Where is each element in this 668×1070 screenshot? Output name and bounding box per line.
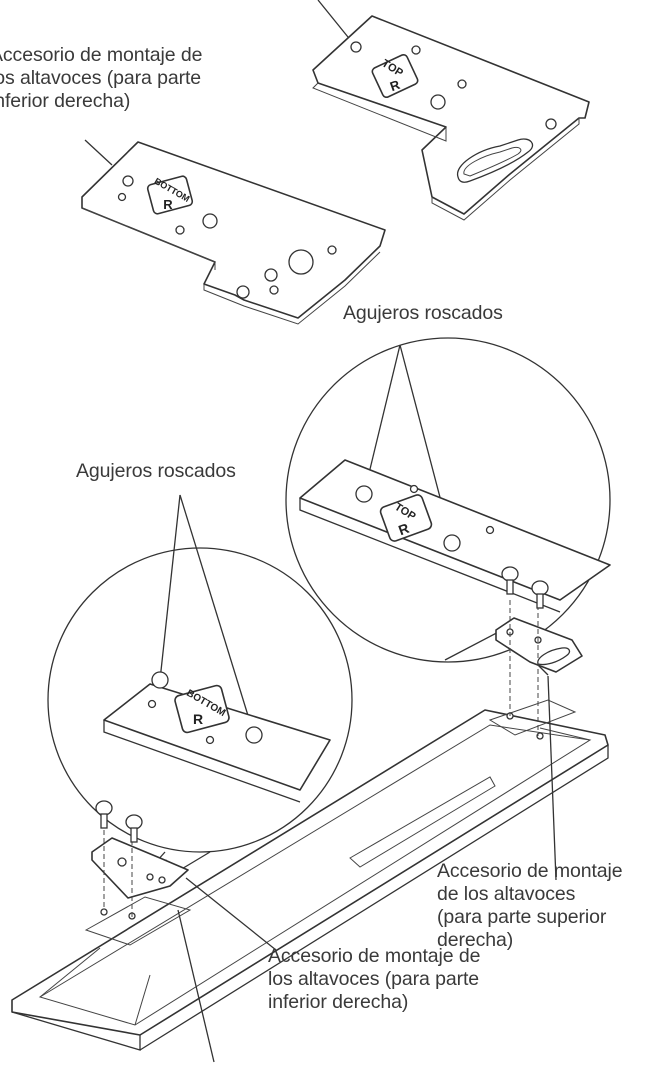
magnifier-bottom-bracket: BOTTOM R: [47, 494, 353, 889]
label-bottom-bracket-lower: Accesorio de montaje de los altavoces (p…: [268, 945, 481, 1013]
upper-mounted-bracket: [495, 566, 583, 736]
speaker-bar-illustration: [11, 699, 609, 1051]
screw-lower-left: [95, 800, 113, 829]
top-bracket-illustration: TOP R: [312, 0, 590, 221]
label-top-bracket-right: Accesorio de montaje de los altavoces (p…: [437, 860, 623, 951]
magnifier-bottom-stamp-side: R: [193, 711, 203, 727]
bottom-bracket-illustration: BOTTOM R: [81, 139, 386, 325]
leader-lines: [177, 675, 557, 1063]
lower-mounted-bracket: [91, 800, 189, 918]
screw-upper-left: [501, 566, 519, 595]
label-bottom-bracket-upper: Accesorio de montaje de los altavoces (p…: [0, 44, 203, 112]
screw-lower-right: [125, 814, 143, 843]
label-threaded-holes-lower: Agujeros roscados: [76, 460, 236, 482]
bottom-stamp-side: R: [163, 197, 173, 212]
label-threaded-holes-upper: Agujeros roscados: [343, 302, 503, 324]
screw-upper-right: [531, 580, 549, 609]
magnifier-top-bracket: TOP R: [285, 337, 611, 676]
